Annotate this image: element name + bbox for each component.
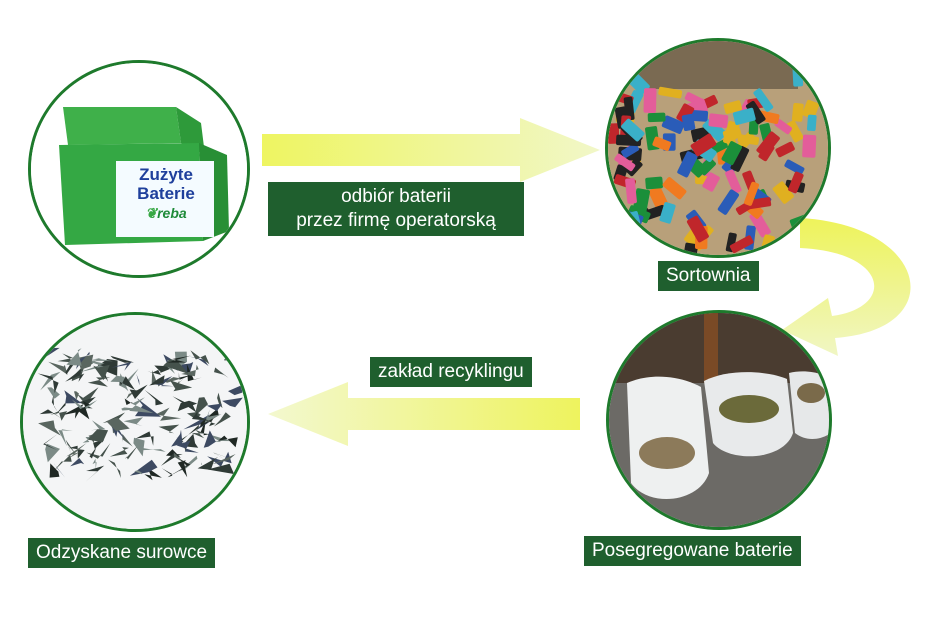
arrow-to-recovered	[268, 382, 580, 446]
label-collection: odbiór baterii przez firmę operatorską	[268, 182, 524, 236]
label-collection-line1: odbiór baterii	[341, 186, 451, 207]
label-recycling: zakład recyklingu	[370, 357, 532, 387]
leaf-icon: ❦	[145, 205, 158, 221]
label-recovered: Odzyskane surowce	[28, 538, 216, 568]
box-sign: Zużyte Baterie ❦reba	[121, 165, 211, 222]
shredded-material-illustration	[23, 315, 247, 529]
segregated-bags-image	[606, 310, 832, 530]
arrow-to-segregated	[782, 218, 911, 356]
box-text-line2: Baterie	[137, 184, 195, 203]
label-collection-line2: przez firmę operatorską	[296, 210, 496, 231]
battery-pile-illustration	[608, 41, 828, 255]
arrow-to-sorting	[262, 118, 600, 182]
collection-bin-image: Zużyte Baterie ❦reba	[28, 60, 250, 278]
sorting-battery-pile-image	[605, 38, 831, 258]
brand-logo: ❦reba	[145, 205, 187, 221]
recovered-materials-image	[20, 312, 250, 532]
collection-box-illustration	[31, 63, 247, 275]
battery-bags-illustration	[609, 313, 829, 527]
box-text-line1: Zużyte	[139, 165, 193, 184]
label-segregated: Posegregowane baterie	[584, 536, 801, 566]
label-sorting: Sortownia	[658, 261, 759, 291]
